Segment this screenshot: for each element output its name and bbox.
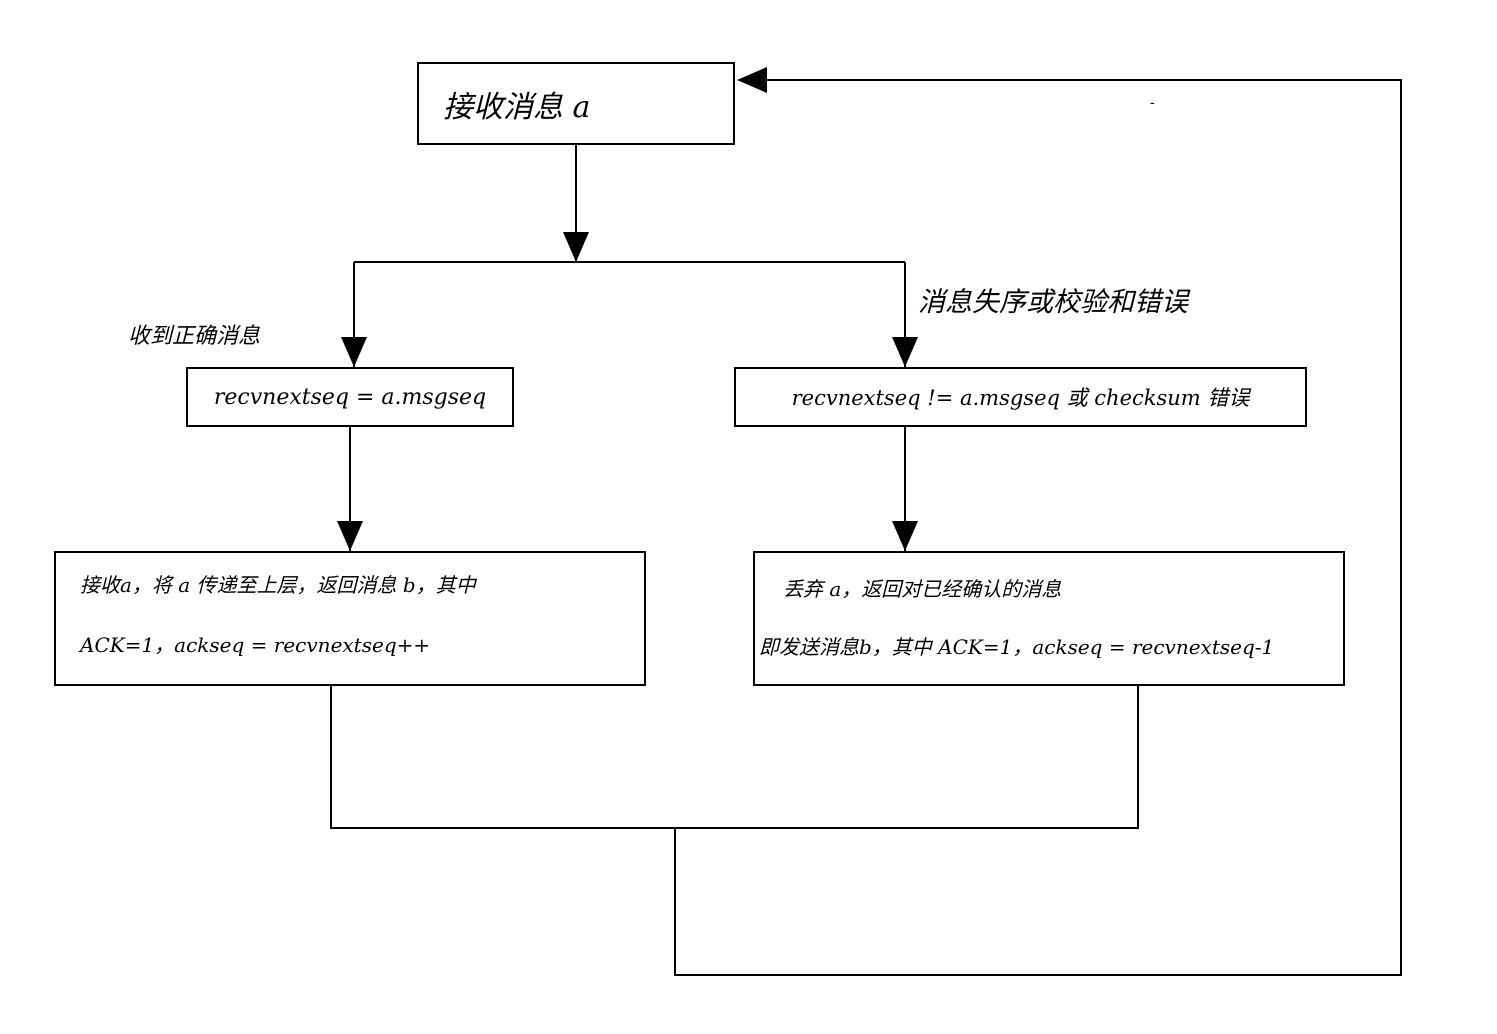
node-error-action-line1: 丢弃 a，返回对已经确认的消息 xyxy=(783,577,1062,601)
node-ok-action-line2: ACK=1，ackseq = recvnextseq++ xyxy=(80,633,431,657)
node-error-action: 丢弃 a，返回对已经确认的消息 即发送消息b，其中 ACK=1，ackseq =… xyxy=(753,551,1345,686)
node-receive-message: 接收消息 a xyxy=(417,62,735,145)
node-error-action-line2: 即发送消息b，其中 ACK=1，ackseq = recvnextseq-1 xyxy=(759,635,1275,659)
edge-merge xyxy=(330,686,1139,829)
node-ok-action-line1: 接收a，将 a 传递至上层，返回消息 b，其中 xyxy=(80,573,476,597)
arrowhead-to-err-action xyxy=(892,521,918,551)
edge-loop-back xyxy=(674,79,1402,976)
edge-label-error: 消息失序或校验和错误 xyxy=(918,287,1188,318)
arrowhead-to-split xyxy=(563,232,589,262)
node-ok-condition-label: recvnextseq = a.msgseq xyxy=(213,384,487,410)
edge-label-ok: 收到正确消息 xyxy=(128,324,261,349)
arrowhead-to-err-cond xyxy=(892,337,918,367)
node-ok-condition: recvnextseq = a.msgseq xyxy=(186,367,514,427)
arrowhead-loop-to-receive xyxy=(737,67,767,93)
stray-mark: - xyxy=(1150,95,1155,111)
arrowhead-to-ok-action xyxy=(337,521,363,551)
arrowhead-to-ok-cond xyxy=(341,337,367,367)
node-error-condition-label: recvnextseq != a.msgseq 或 checksum 错误 xyxy=(791,386,1250,410)
node-error-condition: recvnextseq != a.msgseq 或 checksum 错误 xyxy=(734,367,1307,427)
node-receive-label: 接收消息 a xyxy=(443,89,591,125)
node-ok-action: 接收a，将 a 传递至上层，返回消息 b，其中 ACK=1，ackseq = r… xyxy=(54,551,646,686)
